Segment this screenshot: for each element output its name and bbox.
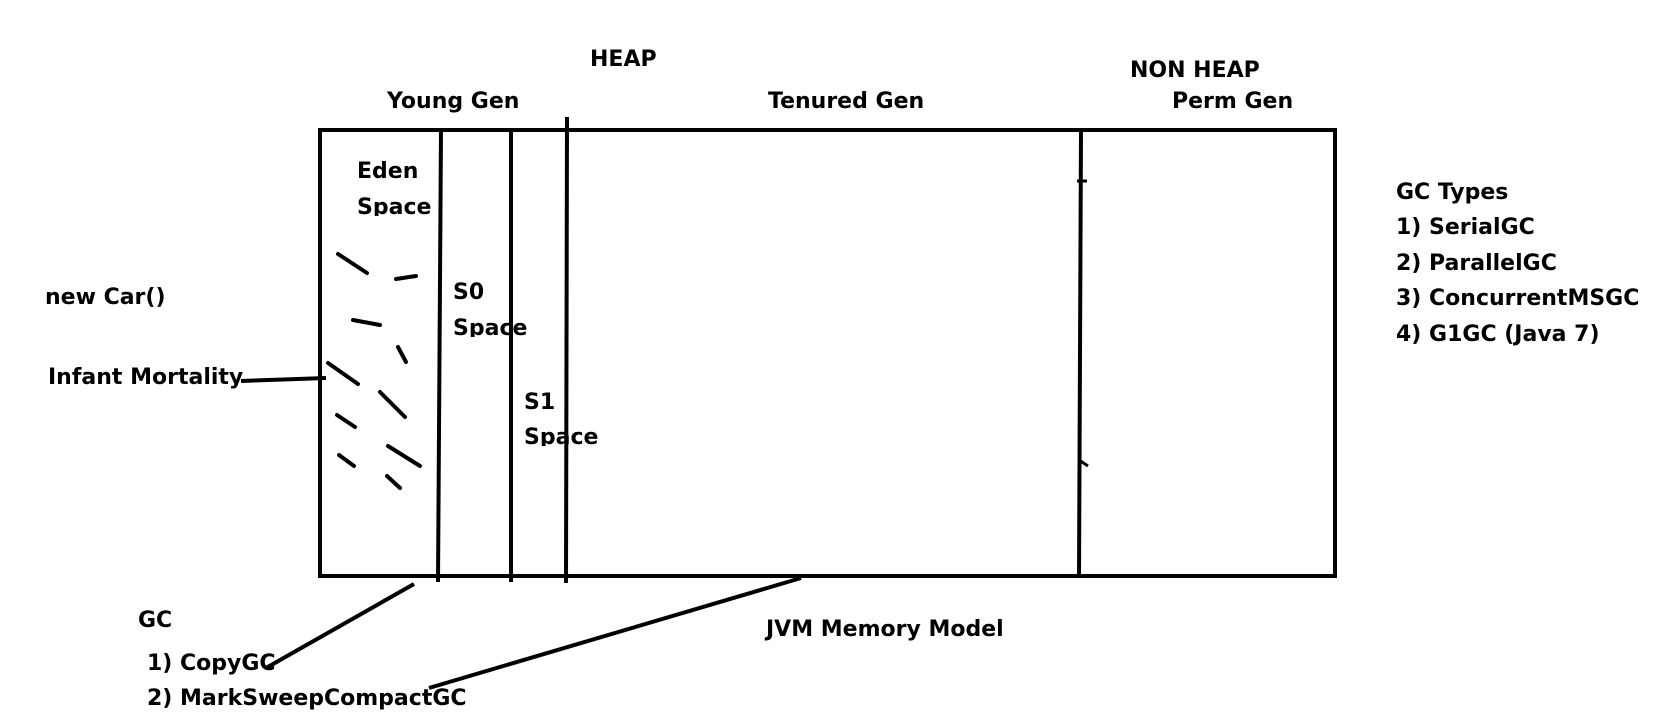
object-mark — [394, 274, 418, 281]
object-mark — [385, 474, 402, 490]
marksweep-connector — [428, 576, 802, 690]
gc-type-serialgc: 1) SerialGC — [1396, 215, 1535, 240]
gc-heading: GC — [138, 608, 173, 633]
divider-tick-bottom — [1078, 458, 1089, 468]
gc-type-g1gc: 4) G1GC (Java 7) — [1396, 322, 1600, 347]
s1-space-line1: S1 — [524, 390, 556, 415]
s0-space-line2: Space — [453, 316, 528, 337]
object-mark — [326, 361, 360, 386]
eden-objects — [326, 252, 422, 490]
infant-mortality-connector — [240, 376, 327, 383]
infant-mortality-label: Infant Mortality — [48, 365, 244, 390]
new-object-label: new Car() — [45, 285, 166, 310]
s1-space-line2: Space — [524, 425, 599, 446]
gc-item-marksweepcompactgc: 2) MarkSweepCompactGC — [147, 686, 467, 711]
gc-types-heading: GC Types — [1396, 180, 1509, 205]
object-mark — [351, 318, 382, 327]
eden-space-line1: Eden — [357, 159, 419, 184]
young-gen-label: Young Gen — [387, 89, 520, 114]
eden-space-line2: Space — [357, 195, 432, 216]
object-mark — [396, 345, 408, 364]
object-mark — [386, 444, 422, 468]
object-mark — [378, 390, 407, 419]
object-mark — [336, 252, 369, 275]
copygc-connector — [265, 582, 415, 670]
divider-heap-nonheap — [1077, 129, 1083, 577]
object-mark — [337, 453, 356, 468]
heap-label: HEAP — [590, 47, 657, 72]
tenured-gen-label: Tenured Gen — [768, 89, 925, 114]
memory-outline — [318, 128, 1337, 578]
perm-gen-label: Perm Gen — [1172, 89, 1294, 114]
object-mark — [335, 413, 357, 429]
gc-type-parallelgc: 2) ParallelGC — [1396, 251, 1557, 276]
gc-item-copygc: 1) CopyGC — [147, 651, 276, 676]
gc-type-concurrentmsgc: 3) ConcurrentMSGC — [1396, 286, 1640, 311]
non-heap-label: NON HEAP — [1130, 58, 1260, 83]
divider-eden-s0 — [436, 129, 443, 583]
diagram-title: JVM Memory Model — [766, 617, 1004, 642]
divider-young-tenured — [564, 116, 569, 584]
s0-space-line1: S0 — [453, 280, 485, 305]
